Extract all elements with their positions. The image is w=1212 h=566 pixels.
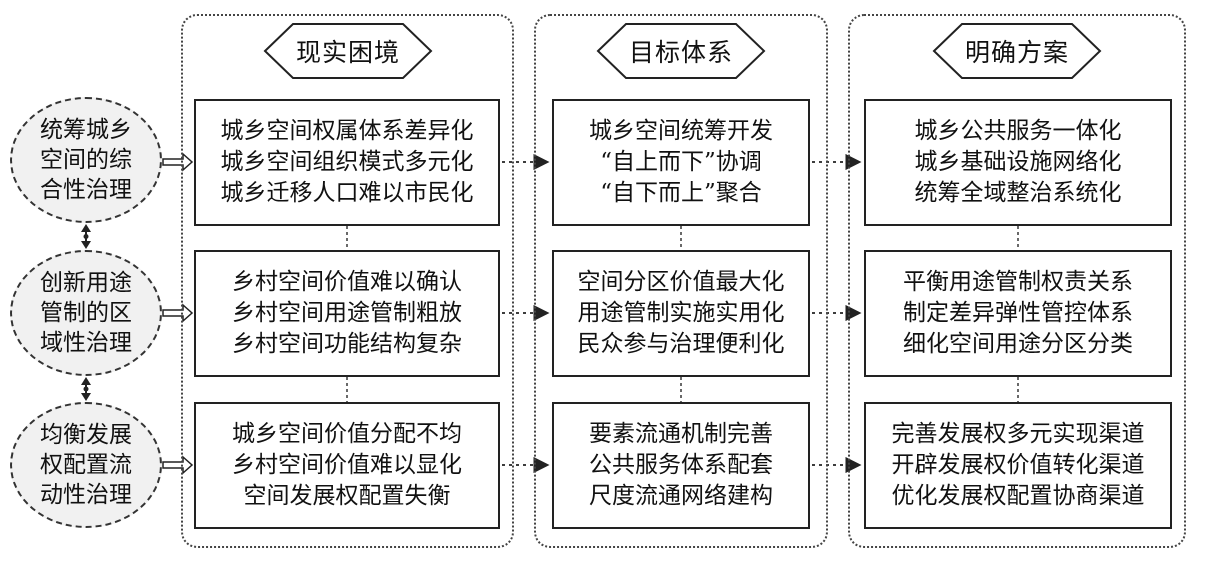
hollow-arrow-2 bbox=[162, 303, 194, 323]
ellipse-link-dot-2 bbox=[83, 386, 89, 392]
column-frame-goals bbox=[534, 14, 828, 548]
goal-box-3: 要素流通机制完善 公共服务体系配套 尺度流通网络建构 bbox=[552, 402, 810, 529]
ellipse-link-head-up-2 bbox=[81, 377, 91, 385]
hollow-arrow-3 bbox=[162, 455, 194, 475]
ellipse-link-head-down-1 bbox=[81, 241, 91, 249]
header-plans: 明确方案 bbox=[932, 22, 1102, 80]
governance-mode-mobility: 均衡发展 权配置流 动性治理 bbox=[10, 402, 162, 528]
ellipse-link-head-down-2 bbox=[81, 393, 91, 401]
header-diamond-shape bbox=[596, 23, 766, 79]
header-reality: 现实困境 bbox=[263, 22, 433, 80]
header-diamond-shape bbox=[263, 23, 433, 79]
goal-box-2: 空间分区价值最大化 用途管制实施实用化 民众参与治理便利化 bbox=[552, 250, 810, 377]
reality-box-3: 城乡空间价值分配不均 乡村空间价值难以显化 空间发展权配置失衡 bbox=[194, 402, 500, 529]
governance-mode-regional: 创新用途 管制的区 域性治理 bbox=[10, 250, 162, 376]
ellipse-link-head-up-1 bbox=[81, 224, 91, 232]
hollow-arrow-1 bbox=[162, 152, 194, 172]
header-reality-label: 现实困境 bbox=[295, 38, 400, 67]
header-goals-label: 目标体系 bbox=[628, 38, 733, 67]
header-goals: 目标体系 bbox=[596, 22, 766, 80]
header-plans-label: 明确方案 bbox=[964, 38, 1069, 67]
header-diamond-shape bbox=[932, 23, 1102, 79]
plan-box-2: 平衡用途管制权责关系 制定差异弹性管控体系 细化空间用途分区分类 bbox=[864, 250, 1172, 377]
plan-box-1: 城乡公共服务一体化 城乡基础设施网络化 统筹全域整治系统化 bbox=[864, 99, 1172, 226]
governance-mode-comprehensive: 统筹城乡 空间的综 合性治理 bbox=[10, 97, 162, 223]
plan-box-3: 完善发展权多元实现渠道 开辟发展权价值转化渠道 优化发展权配置协商渠道 bbox=[864, 402, 1172, 529]
goal-box-1: 城乡空间统筹开发 “自上而下”协调 “自下而上”聚合 bbox=[552, 99, 810, 226]
column-frame-plans bbox=[848, 14, 1186, 548]
reality-box-2: 乡村空间价值难以确认 乡村空间用途管制粗放 乡村空间功能结构复杂 bbox=[194, 250, 500, 377]
ellipse-link-dot-1 bbox=[83, 234, 89, 239]
reality-box-1: 城乡空间权属体系差异化 城乡空间组织模式多元化 城乡迁移人口难以市民化 bbox=[194, 99, 500, 226]
column-frame-reality bbox=[181, 14, 514, 548]
